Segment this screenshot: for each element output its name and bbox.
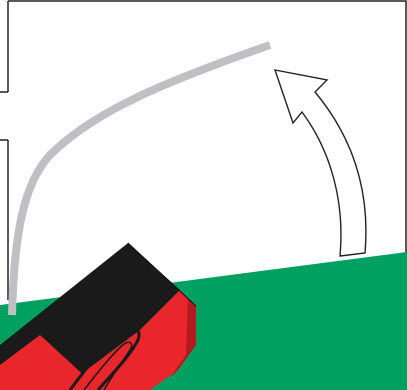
illustration-svg <box>0 0 407 390</box>
illustration-canvas <box>0 0 407 390</box>
